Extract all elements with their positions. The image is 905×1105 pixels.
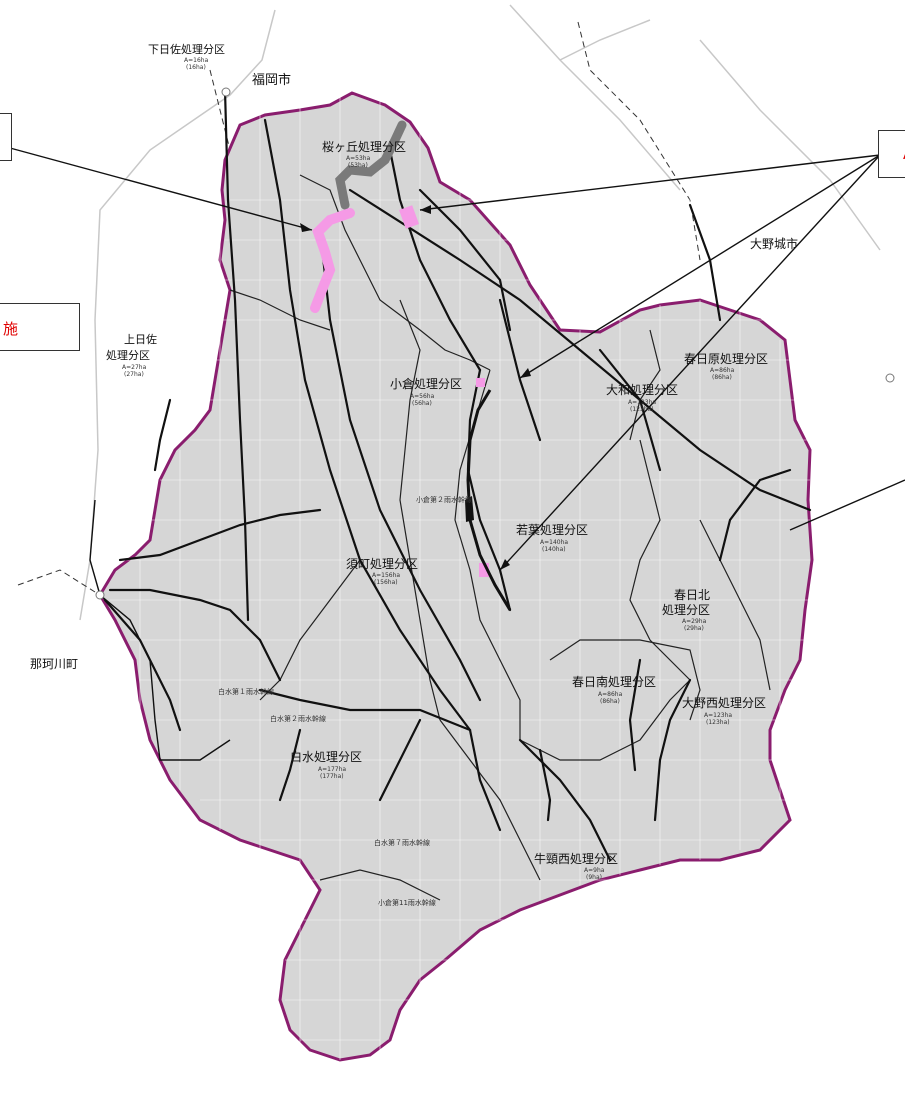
district-area-kasugabaru-1: A=86ha [710,367,735,374]
district-label-ogura: 小倉処理分区 [390,377,463,391]
leader-dots [95,87,895,600]
highlighted-works [310,208,355,313]
callout-left-mid-text: 施 [3,320,19,338]
district-label-onishi: 大野西処理分区 [682,696,767,710]
pipe-label-hakusui7: 白水第７雨水幹線 [374,839,430,847]
city-label-nakagawa: 那珂川町 [30,657,79,671]
district-area-onishi-2: (123ha) [706,719,730,726]
district-label-kasugaminami: 春日南処理分区 [572,675,657,689]
trunk-sewer-lines [103,88,812,862]
callout-box-right: A [878,130,905,178]
district-label-kasugakita-1: 春日北 [674,588,711,602]
study-area-boundary [98,91,814,1062]
dashed-admin-lines [17,21,701,593]
district-area-sakuragaoka-1: A=53ha [346,155,371,162]
callout-arrows [9,147,905,571]
district-area-wakaba-1: A=140ha [540,539,569,546]
district-area-hakusui-1: A=177ha [318,766,347,773]
district-area-sakuragaoka-2: (53ha) [348,162,368,169]
existing-pipe-grey [335,120,407,210]
district-area-yamato-1: A=123ha [628,399,657,406]
district-area-shimohiza-1: A=16ha [184,57,209,64]
pressure-main [466,389,512,611]
admin-boundary-left [89,499,231,761]
pipe-label-ogura11: 小倉第11雨水幹線 [378,899,436,907]
district-label-shimohiza: 下日佐処理分区 [148,43,225,56]
callout-box-left-mid: 施 [0,303,80,351]
district-area-onishi-1: A=123ha [704,712,733,719]
callout-arrowheads [300,205,531,570]
district-area-kasugakita-2: (29ha) [684,625,704,632]
district-area-ushikubi-2: (9ha) [586,874,602,881]
district-area-sumachi-2: (156ha) [374,579,398,586]
district-area-hakusui-2: (177ha) [320,773,344,780]
callout-box-left-top [0,113,12,161]
city-label-onojo: 大野城市 [750,237,799,251]
district-label-kamihiza-2: 処理分区 [106,349,150,362]
district-label-yamato: 大和処理分区 [606,383,679,397]
district-area-ushikubi-1: A=9ha [584,867,605,874]
district-area-kamihiza-2: (27ha) [124,371,144,378]
district-label-ushikubi: 牛頸西処理分区 [534,852,619,866]
district-label-wakaba: 若葉処理分区 [516,523,589,537]
district-area-sumachi-1: A=156ha [372,572,401,579]
district-label-sumachi: 須町処理分区 [346,557,419,571]
highlighted-work-points [399,205,489,577]
pipe-label-hakusui1: 白水第１雨水幹線 [218,688,274,696]
district-area-ogura-2: (56ha) [412,400,432,407]
district-area-shimohiza-2: (16ha) [186,64,206,71]
district-label-sakuragaoka: 桜ヶ丘処理分区 [322,140,407,154]
district-label-kasugakita-2: 処理分区 [662,603,711,617]
district-area-kasugaminami-1: A=86ha [598,691,623,698]
district-label-kasugabaru: 春日原処理分区 [684,352,769,366]
district-area-yamato-2: (123ha) [630,406,654,413]
callout-right-text: A [903,145,905,163]
district-area-kamihiza-1: A=27ha [122,364,147,371]
district-label-kamihiza-1: 上日佐 [124,333,157,346]
district-area-kasugakita-1: A=29ha [682,618,707,625]
district-label-hakusui: 白水処理分区 [290,750,363,764]
district-area-ogura-1: A=56ha [410,393,435,400]
pipe-label-hakusui2: 白水第２雨水幹線 [270,715,326,723]
city-label-fukuoka: 福岡市 [252,73,292,88]
district-area-wakaba-2: (140ha) [542,546,566,553]
district-area-kasugabaru-2: (86ha) [712,374,732,381]
pipe-label-ogura2: 小倉第２雨水幹線 [416,496,472,504]
district-area-kasugaminami-2: (86ha) [600,698,620,705]
